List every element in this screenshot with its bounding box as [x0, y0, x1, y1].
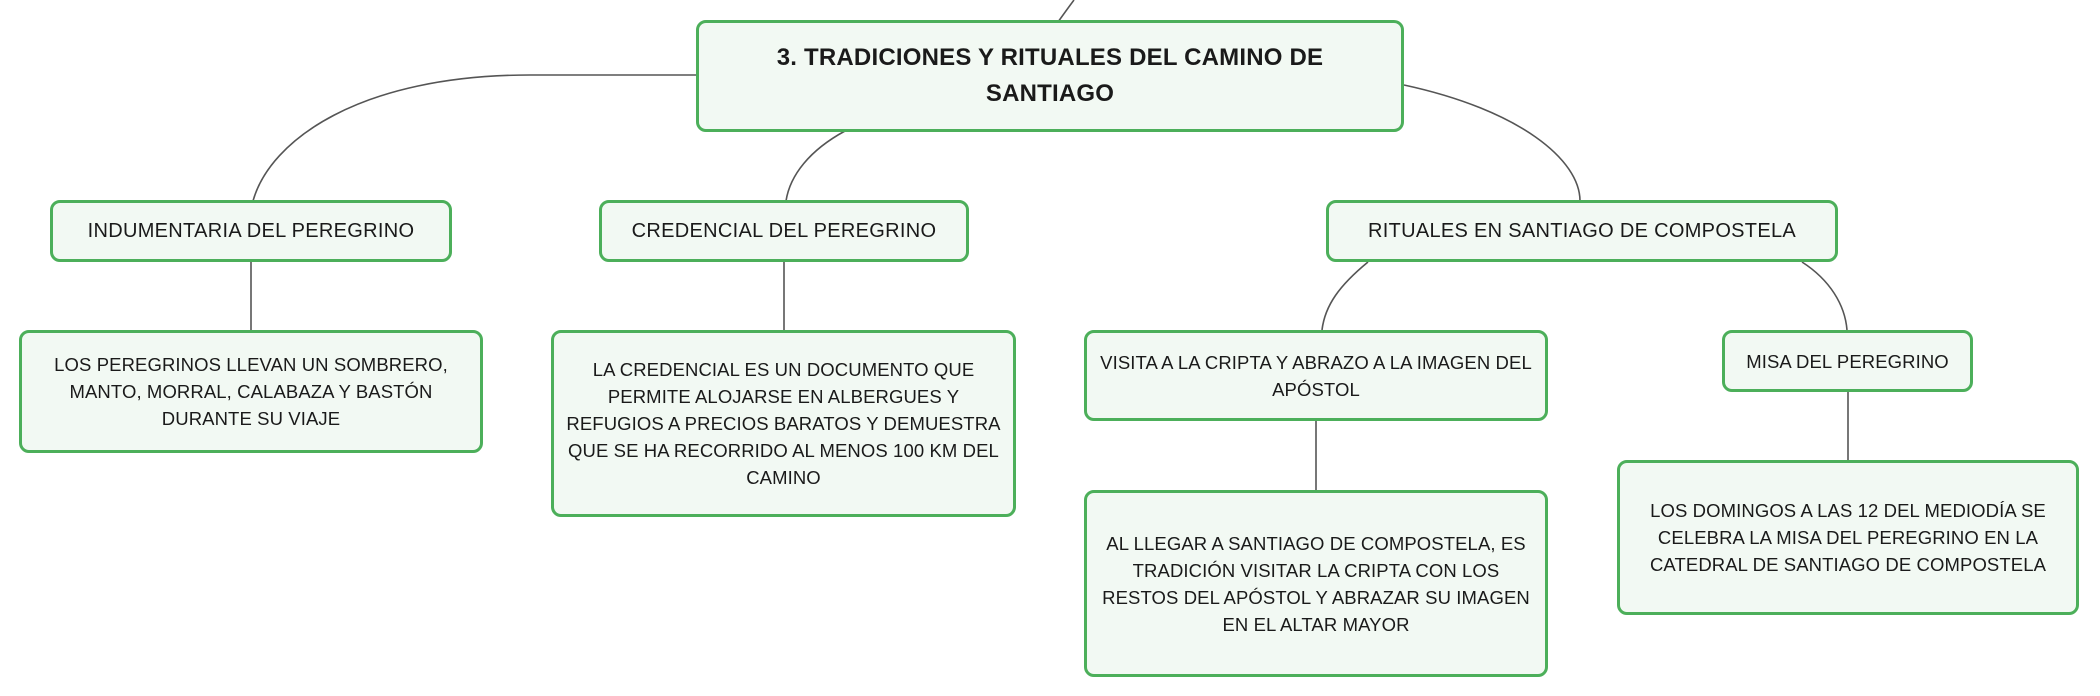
detail-text-cripta: AL LLEGAR A SANTIAGO DE COMPOSTELA, ES T… [1102, 532, 1530, 635]
branch-label-credencial: CREDENCIAL DEL PEREGRINO [631, 220, 937, 242]
branch-node-indumentaria[interactable]: INDUMENTARIA DEL PEREGRINO [50, 200, 452, 262]
root-topic-node[interactable]: 3. TRADICIONES Y RITUALES DEL CAMINO DE … [696, 20, 1404, 132]
child-label-cripta: VISITA A LA CRIPTA Y ABRAZO A LA IMAGEN … [1100, 351, 1532, 400]
branch-label-indumentaria: INDUMENTARIA DEL PEREGRINO [87, 220, 415, 242]
connector-rituales-to-misa [1801, 261, 1848, 331]
detail-text-credencial: LA CREDENCIAL ES UN DOCUMENTO QUE PERMIT… [566, 359, 1001, 488]
child-node-cripta[interactable]: VISITA A LA CRIPTA Y ABRAZO A LA IMAGEN … [1084, 330, 1548, 421]
connector-parent-link [1057, 0, 1075, 23]
connector-root-to-credencial [785, 130, 846, 202]
root-topic-label: 3. TRADICIONES Y RITUALES DEL CAMINO DE … [776, 44, 1324, 107]
detail-node-misa[interactable]: LOS DOMINGOS A LAS 12 DEL MEDIODÍA SE CE… [1617, 460, 2079, 615]
connector-root-to-indumentaria [252, 74, 697, 202]
detail-node-credencial[interactable]: LA CREDENCIAL ES UN DOCUMENTO QUE PERMIT… [551, 330, 1016, 517]
branch-label-rituales: RITUALES EN SANTIAGO DE COMPOSTELA [1367, 220, 1797, 242]
child-node-misa[interactable]: MISA DEL PEREGRINO [1722, 330, 1973, 392]
child-label-misa: MISA DEL PEREGRINO [1746, 350, 1949, 372]
detail-text-misa: LOS DOMINGOS A LAS 12 DEL MEDIODÍA SE CE… [1649, 500, 2047, 575]
branch-node-credencial[interactable]: CREDENCIAL DEL PEREGRINO [599, 200, 969, 262]
connector-root-to-rituales [1403, 84, 1581, 202]
connector-rituales-to-cripta [1321, 261, 1369, 331]
detail-node-cripta[interactable]: AL LLEGAR A SANTIAGO DE COMPOSTELA, ES T… [1084, 490, 1548, 677]
branch-node-rituales[interactable]: RITUALES EN SANTIAGO DE COMPOSTELA [1326, 200, 1838, 262]
detail-text-indumentaria: LOS PEREGRINOS LLEVAN UN SOMBRERO, MANTO… [54, 354, 448, 429]
detail-node-indumentaria[interactable]: LOS PEREGRINOS LLEVAN UN SOMBRERO, MANTO… [19, 330, 483, 453]
